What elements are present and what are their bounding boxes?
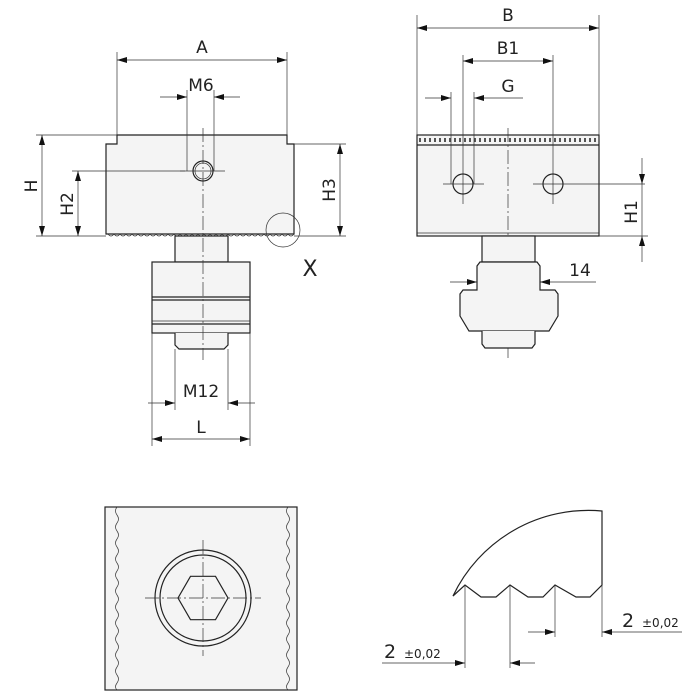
jaw-bottom bbox=[104, 506, 298, 691]
screw-end bbox=[174, 333, 229, 350]
label-tol-left: ±0,02 bbox=[404, 647, 441, 661]
tooth-profile bbox=[452, 509, 603, 598]
screw-end-side bbox=[481, 331, 536, 349]
front-view: A M6 H H2 H3 M12 L X bbox=[22, 38, 346, 446]
jaw-block bbox=[105, 134, 295, 235]
stem bbox=[174, 235, 229, 263]
detail-x-marker bbox=[265, 212, 301, 248]
stem-side bbox=[481, 235, 536, 263]
label-b1: B1 bbox=[497, 39, 519, 59]
detail-x-view: 2 ±0,02 2 ±0,02 bbox=[382, 509, 682, 668]
label-m6: M6 bbox=[188, 76, 213, 96]
label-14: 14 bbox=[569, 261, 591, 281]
bottom-view bbox=[104, 506, 298, 691]
side-view: B B1 G H1 14 bbox=[416, 6, 648, 358]
serration-edge-left bbox=[115, 506, 119, 691]
label-g: G bbox=[501, 77, 514, 97]
label-tol-right: ±0,02 bbox=[642, 616, 679, 630]
label-a: A bbox=[196, 38, 208, 58]
label-pitch-right: 2 bbox=[622, 610, 634, 632]
label-pitch-left: 2 bbox=[384, 641, 396, 663]
label-h1: H1 bbox=[622, 200, 642, 224]
label-b: B bbox=[502, 6, 514, 26]
label-m12: M12 bbox=[183, 382, 219, 402]
label-x: X bbox=[302, 257, 317, 282]
label-h3: H3 bbox=[320, 178, 340, 202]
label-l: L bbox=[196, 418, 206, 438]
serration-edge-right bbox=[286, 506, 290, 691]
label-h2: H2 bbox=[58, 192, 78, 216]
label-h: H bbox=[22, 180, 42, 193]
t-nut-side bbox=[459, 261, 559, 332]
